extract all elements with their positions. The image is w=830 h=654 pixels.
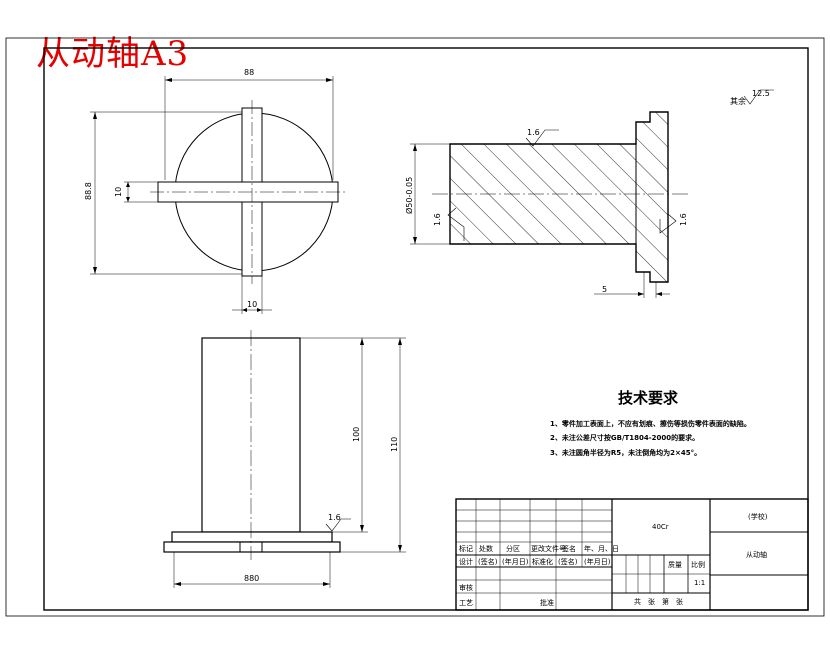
tb-scale-label: 比例 — [691, 560, 705, 569]
tb-header-zone: 分区 — [506, 544, 520, 553]
tb-part-name: 从动轴 — [746, 550, 767, 559]
tb-design-date: (年月日) — [502, 557, 529, 566]
tech-req-heading: 技术要求 — [618, 389, 679, 407]
dim-overall-110: 110 — [390, 437, 399, 452]
dim-width-88: 88 — [244, 68, 254, 77]
dim-height-88-8: 88.8 — [84, 182, 93, 200]
dim-bar-width-10: 10 — [247, 300, 257, 309]
title-block-text: 40Cr (学校) 从动轴 标记 处数 分区 更改文件号 签名 年、月、日 设计… — [459, 512, 768, 607]
tech-req-item-1: 1、零件加工表面上，不应有划痕、擦伤等损伤零件表面的缺陷。 — [550, 419, 751, 428]
tb-process: 工艺 — [459, 599, 473, 607]
title-block — [455, 498, 809, 611]
front-view: 100 110 1.6 880 — [163, 330, 406, 588]
tb-scale-value: 1:1 — [694, 579, 705, 587]
tb-review: 审核 — [459, 583, 473, 592]
dim-inner-100: 100 — [352, 427, 361, 442]
general-roughness-symbol: 其余 12.5 — [730, 89, 774, 106]
dim-base-880: 880 — [244, 574, 259, 583]
tb-design: 设计 — [459, 557, 473, 566]
technical-requirements: 技术要求 1、零件加工表面上，不应有划痕、擦伤等损伤零件表面的缺陷。 2、未注公… — [550, 389, 751, 457]
tb-sheets: 共 张 第 张 — [634, 597, 683, 606]
tb-material: 40Cr — [652, 523, 669, 531]
roughness-value: 12.5 — [752, 89, 770, 98]
roughness-right: 1.6 — [679, 213, 688, 226]
drawing-title: 从动轴A3 — [36, 34, 190, 74]
roughness-label: 其余 — [730, 96, 746, 106]
trim-border — [5, 37, 825, 617]
tb-std-sign: (签名) — [558, 557, 578, 566]
dim-flange-5: 5 — [602, 285, 607, 294]
tb-weight-label: 质量 — [668, 560, 682, 569]
tb-approve: 批准 — [540, 598, 554, 607]
tech-req-item-3: 3、未注圆角半径为R5，未注倒角均为2×45°。 — [550, 448, 701, 457]
roughness-top: 1.6 — [527, 128, 540, 137]
dim-diameter: Ø50-0.05 — [404, 177, 414, 214]
tech-req-item-2: 2、未注公差尺寸按GB/T1804-2000的要求。 — [550, 433, 699, 442]
tb-header-date: 年、月、日 — [584, 544, 619, 553]
roughness-front: 1.6 — [328, 513, 341, 522]
tb-header-count: 处数 — [479, 544, 493, 553]
tb-header-sign: 签名 — [562, 544, 576, 553]
base-flange — [171, 531, 333, 543]
section-view: 1.6 1.6 1.6 Ø50-0.05 5 — [404, 111, 690, 298]
shaft-section — [449, 111, 669, 283]
base-plate — [163, 541, 341, 553]
tb-std-date: (年月日) — [584, 557, 611, 566]
tb-header-change-doc: 更改文件号 — [531, 544, 566, 553]
tb-standardization: 标准化 — [532, 557, 553, 566]
tb-design-sign: (签名) — [478, 557, 498, 566]
tb-school: (学校) — [748, 512, 768, 521]
dim-bar-height-10: 10 — [114, 187, 123, 197]
roughness-left: 1.6 — [433, 213, 442, 226]
tb-header-mark: 标记 — [459, 544, 473, 553]
drawing-frame — [43, 47, 809, 611]
top-view: 88 88.8 10 10 — [84, 68, 346, 314]
